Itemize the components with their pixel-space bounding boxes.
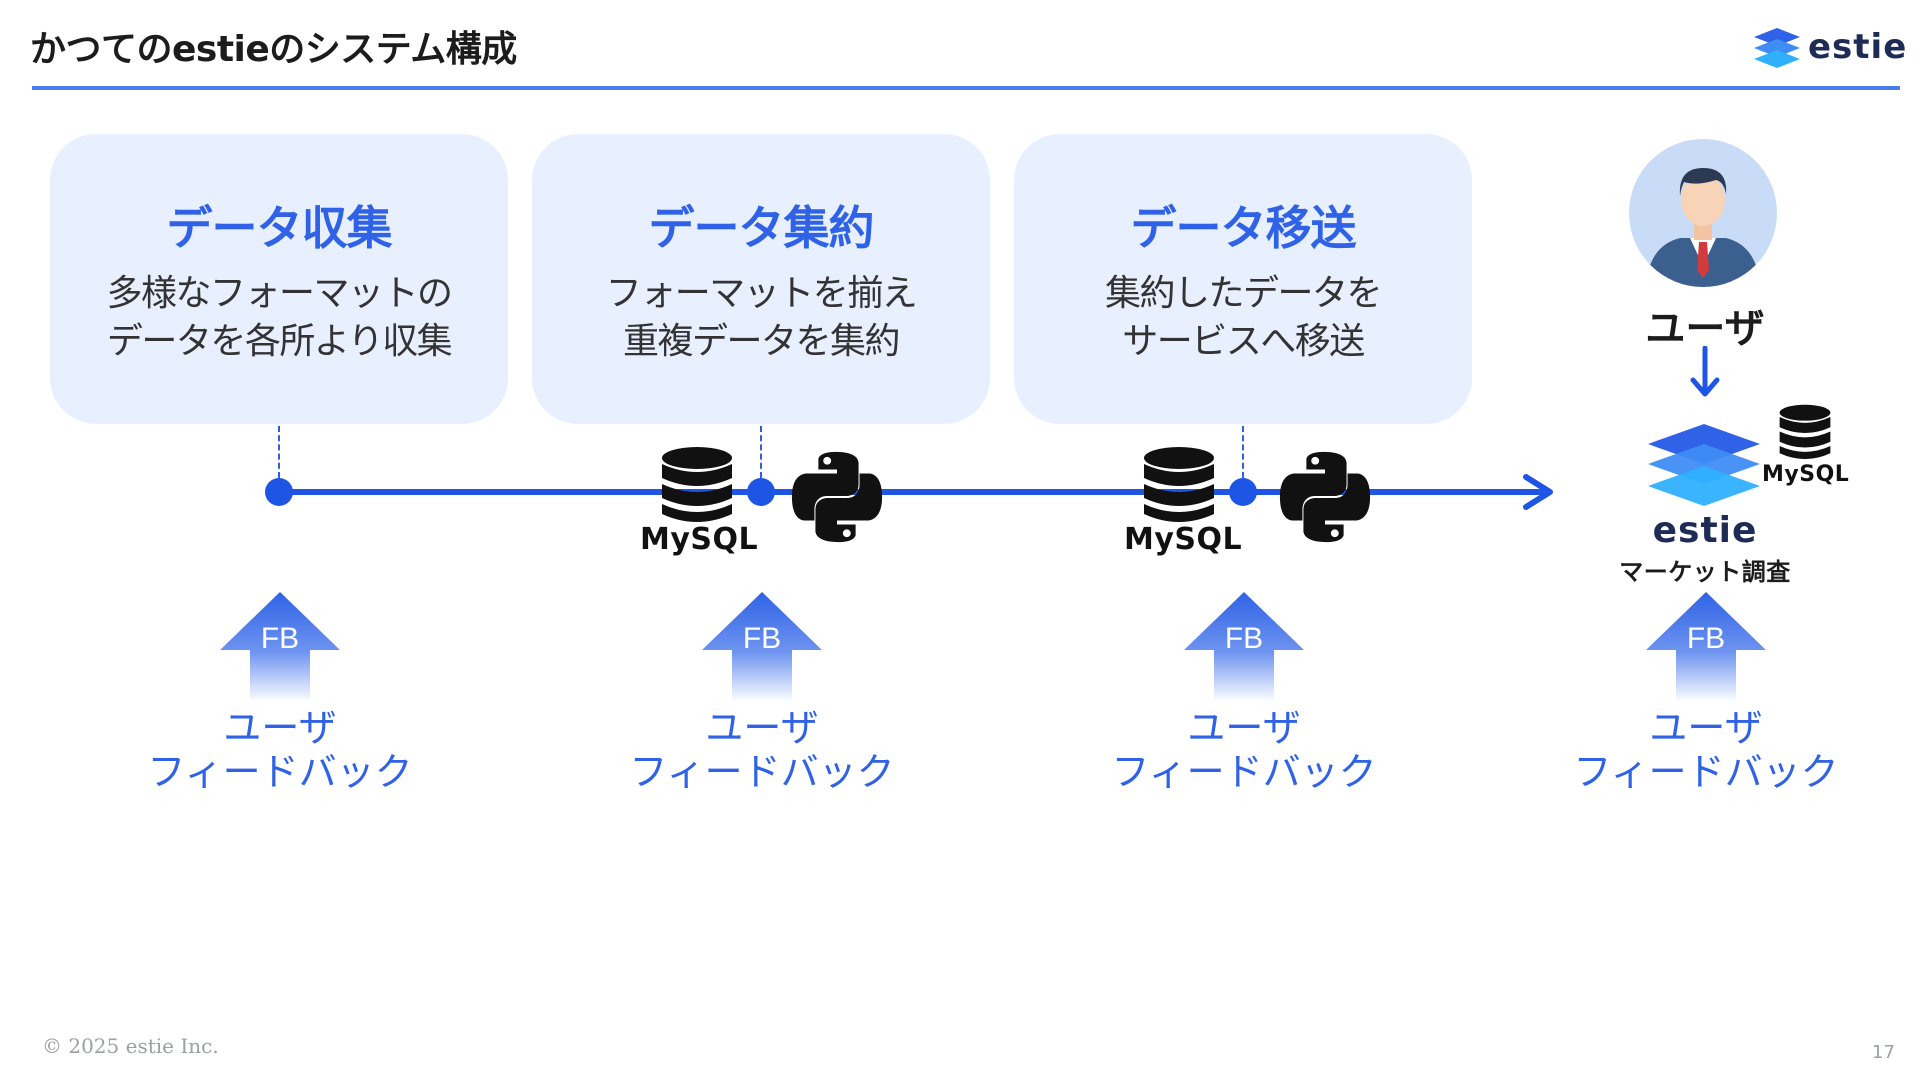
stage-card-transfer: データ移送 集約したデータを サービスへ移送 [1014, 134, 1472, 424]
python-icon [791, 451, 883, 543]
stage-description: 多様なフォーマットの データを各所より収集 [106, 273, 453, 362]
stage-description: 集約したデータを サービスへ移送 [1104, 273, 1383, 362]
user-label: ユーザ [1645, 306, 1765, 352]
feedback-label: ユーザ フィードバック [629, 706, 895, 794]
feedback-badge: FB [260, 622, 300, 655]
mysql-label: MySQL [1124, 522, 1243, 557]
feedback-label: ユーザ フィードバック [147, 706, 413, 794]
estie-service-icon [1648, 424, 1760, 506]
user-avatar-icon [1629, 139, 1777, 287]
connector-dash [278, 426, 280, 478]
connector-dash [1242, 426, 1244, 478]
estie-layers-logo-icon [1754, 28, 1800, 68]
python-icon [1279, 451, 1371, 543]
pipeline-node [1229, 478, 1257, 506]
feedback-badge: FB [742, 622, 782, 655]
feedback-arrow-icon [220, 592, 340, 702]
feedback-arrow-icon [1646, 592, 1766, 702]
estie-service-name: estie [1652, 510, 1758, 551]
pipeline-node [265, 478, 293, 506]
pipeline-node [747, 478, 775, 506]
stage-title: データ移送 [1130, 201, 1357, 255]
estie-logo: estie [1752, 24, 1907, 70]
estie-service-subtitle: マーケット調査 [1619, 558, 1791, 586]
pipeline-arrow-head-icon [1523, 474, 1553, 510]
database-icon [1779, 404, 1831, 460]
connector-dash [760, 426, 762, 478]
page-number: 17 [1872, 1042, 1895, 1063]
mysql-label: MySQL [1762, 462, 1850, 487]
stage-card-aggregate: データ集約 フォーマットを揃え 重複データを集約 [532, 134, 990, 424]
title-divider [32, 86, 1900, 90]
pipeline-line [280, 489, 1544, 495]
feedback-label: ユーザ フィードバック [1573, 706, 1839, 794]
database-icon [662, 447, 732, 522]
slide-title: かつてのestieのシステム構成 [30, 29, 517, 70]
stage-title: データ集約 [648, 201, 875, 255]
feedback-arrow-icon [1184, 592, 1304, 702]
arrow-down-icon [1690, 346, 1720, 397]
database-icon [1144, 447, 1214, 522]
logo-text: estie [1808, 27, 1908, 67]
feedback-badge: FB [1686, 622, 1726, 655]
mysql-label: MySQL [640, 522, 759, 557]
feedback-badge: FB [1224, 622, 1264, 655]
stage-card-collect: データ収集 多様なフォーマットの データを各所より収集 [50, 134, 508, 424]
copyright-text: © 2025 estie Inc. [42, 1034, 219, 1058]
feedback-label: ユーザ フィードバック [1111, 706, 1377, 794]
stage-title: データ収集 [166, 201, 393, 255]
stage-description: フォーマットを揃え 重複データを集約 [605, 273, 918, 362]
feedback-arrow-icon [702, 592, 822, 702]
